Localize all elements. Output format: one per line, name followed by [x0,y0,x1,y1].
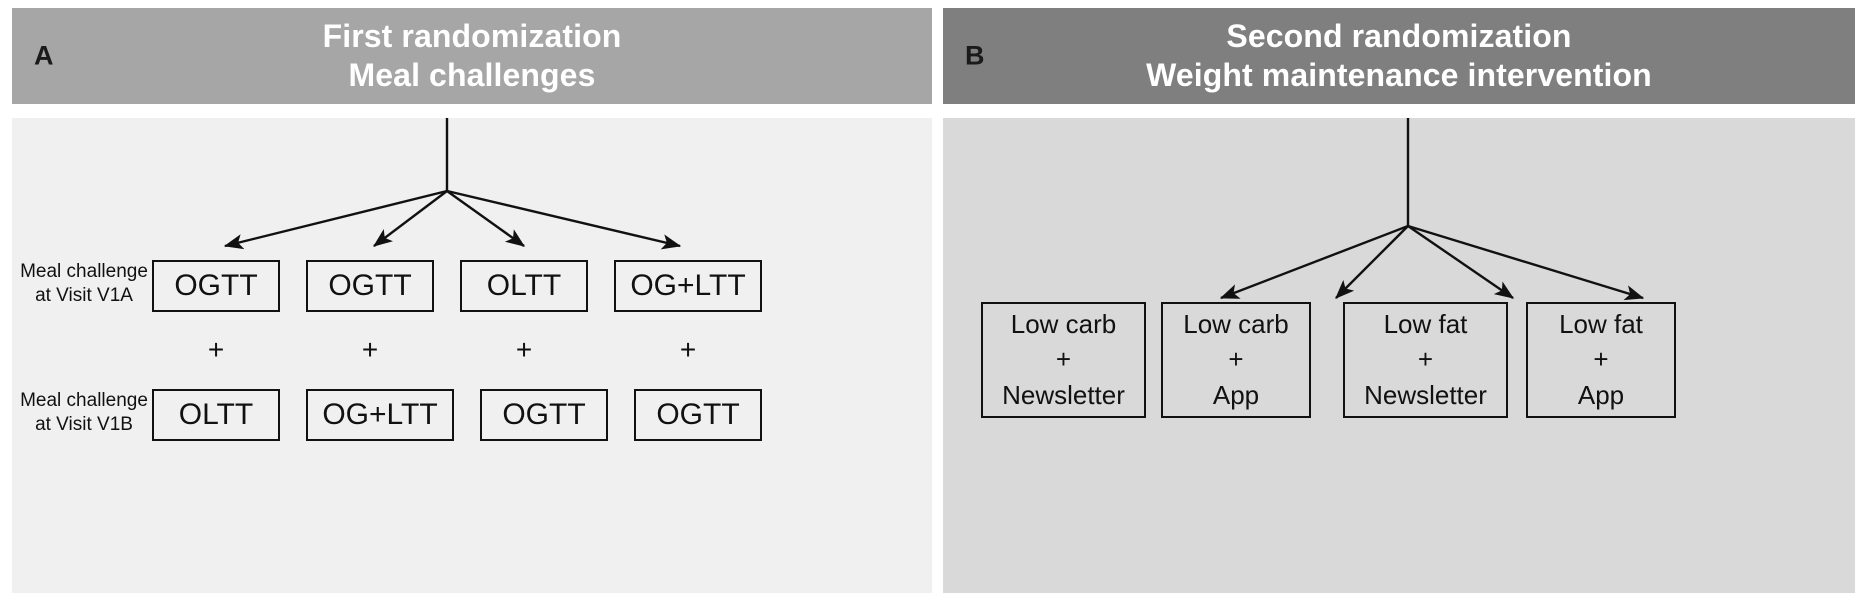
box-v1a-1[interactable]: OGTT [152,260,280,312]
panel-a-header: A First randomization Meal challenges [12,8,932,104]
panel-b: B Second randomization Weight maintenanc… [943,8,1855,593]
arm-box-low-fat-newsletter[interactable]: Low fat + Newsletter [1343,302,1508,418]
panel-b-arrow-2 [1335,225,1409,299]
panel-a-arrow-2 [373,190,448,247]
arm-box-low-carb-newsletter[interactable]: Low carb + Newsletter [981,302,1146,418]
box-v1b-1[interactable]: OLTT [152,389,280,441]
panel-a-letter: A [34,40,54,71]
panel-a-title: First randomization Meal challenges [322,17,622,93]
plus-connector-2: + [361,334,379,365]
panel-a-arrow-3 [446,190,525,247]
arm-box-low-fat-app[interactable]: Low fat + App [1526,302,1676,418]
row-label-visit-v1b: Meal challenge at Visit V1B [20,390,148,435]
box-v1a-2[interactable]: OGTT [306,260,434,312]
panel-a-body: Meal challenge at Visit V1A OGTT OGTT OL… [12,118,932,593]
box-v1b-4[interactable]: OGTT [634,389,762,441]
plus-connector-3: + [515,334,533,365]
panel-a: A First randomization Meal challenges Me… [12,8,932,593]
row-label-visit-v1a: Meal challenge at Visit V1A [20,261,148,306]
panel-b-title: Second randomization Weight maintenance … [1146,17,1652,93]
panel-a-arrow-1 [223,189,448,250]
panel-b-arrow-3 [1407,225,1514,299]
panel-b-arrow-1 [1219,224,1409,300]
panel-b-header: B Second randomization Weight maintenanc… [943,8,1855,104]
box-v1a-4[interactable]: OG+LTT [614,260,762,312]
panel-a-arrow-4 [446,189,682,250]
panel-b-arrow-4 [1407,224,1645,301]
box-v1b-3[interactable]: OGTT [480,389,608,441]
box-v1b-2[interactable]: OG+LTT [306,389,454,441]
box-v1a-3[interactable]: OLTT [460,260,588,312]
plus-connector-4: + [679,334,697,365]
panel-b-body: Low carb + Newsletter Low carb + App Low… [943,118,1855,593]
arm-box-low-carb-app[interactable]: Low carb + App [1161,302,1311,418]
plus-connector-1: + [207,334,225,365]
panel-b-letter: B [965,40,985,71]
